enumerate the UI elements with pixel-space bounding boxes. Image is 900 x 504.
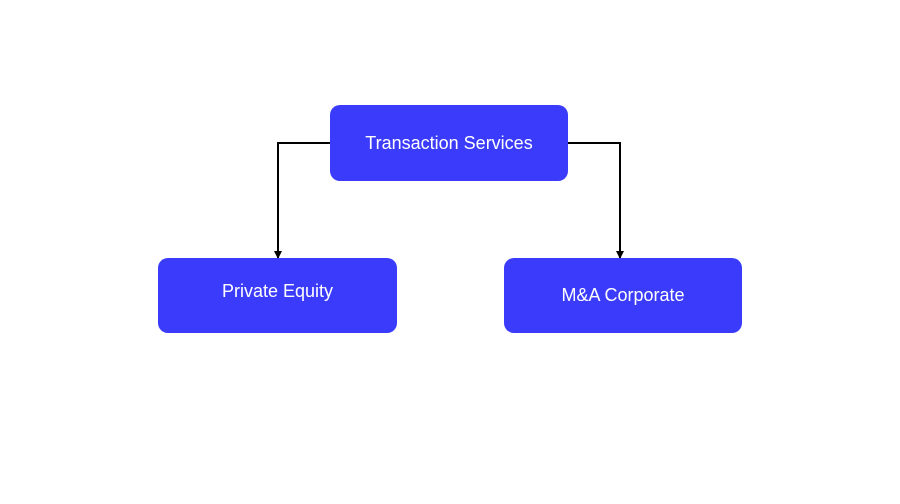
node-private-equity: Private Equity bbox=[158, 258, 397, 333]
node-label: Private Equity bbox=[221, 281, 334, 301]
node-transaction-services: Transaction Services bbox=[330, 105, 568, 181]
node-ma-corporate: M&A Corporate bbox=[504, 258, 742, 333]
node-label: Transaction Services bbox=[365, 132, 533, 153]
node-label: M&A Corporate bbox=[561, 285, 685, 305]
connector-root-to-private-equity bbox=[274, 142, 330, 259]
connector-root-to-ma-corporate bbox=[568, 142, 624, 259]
